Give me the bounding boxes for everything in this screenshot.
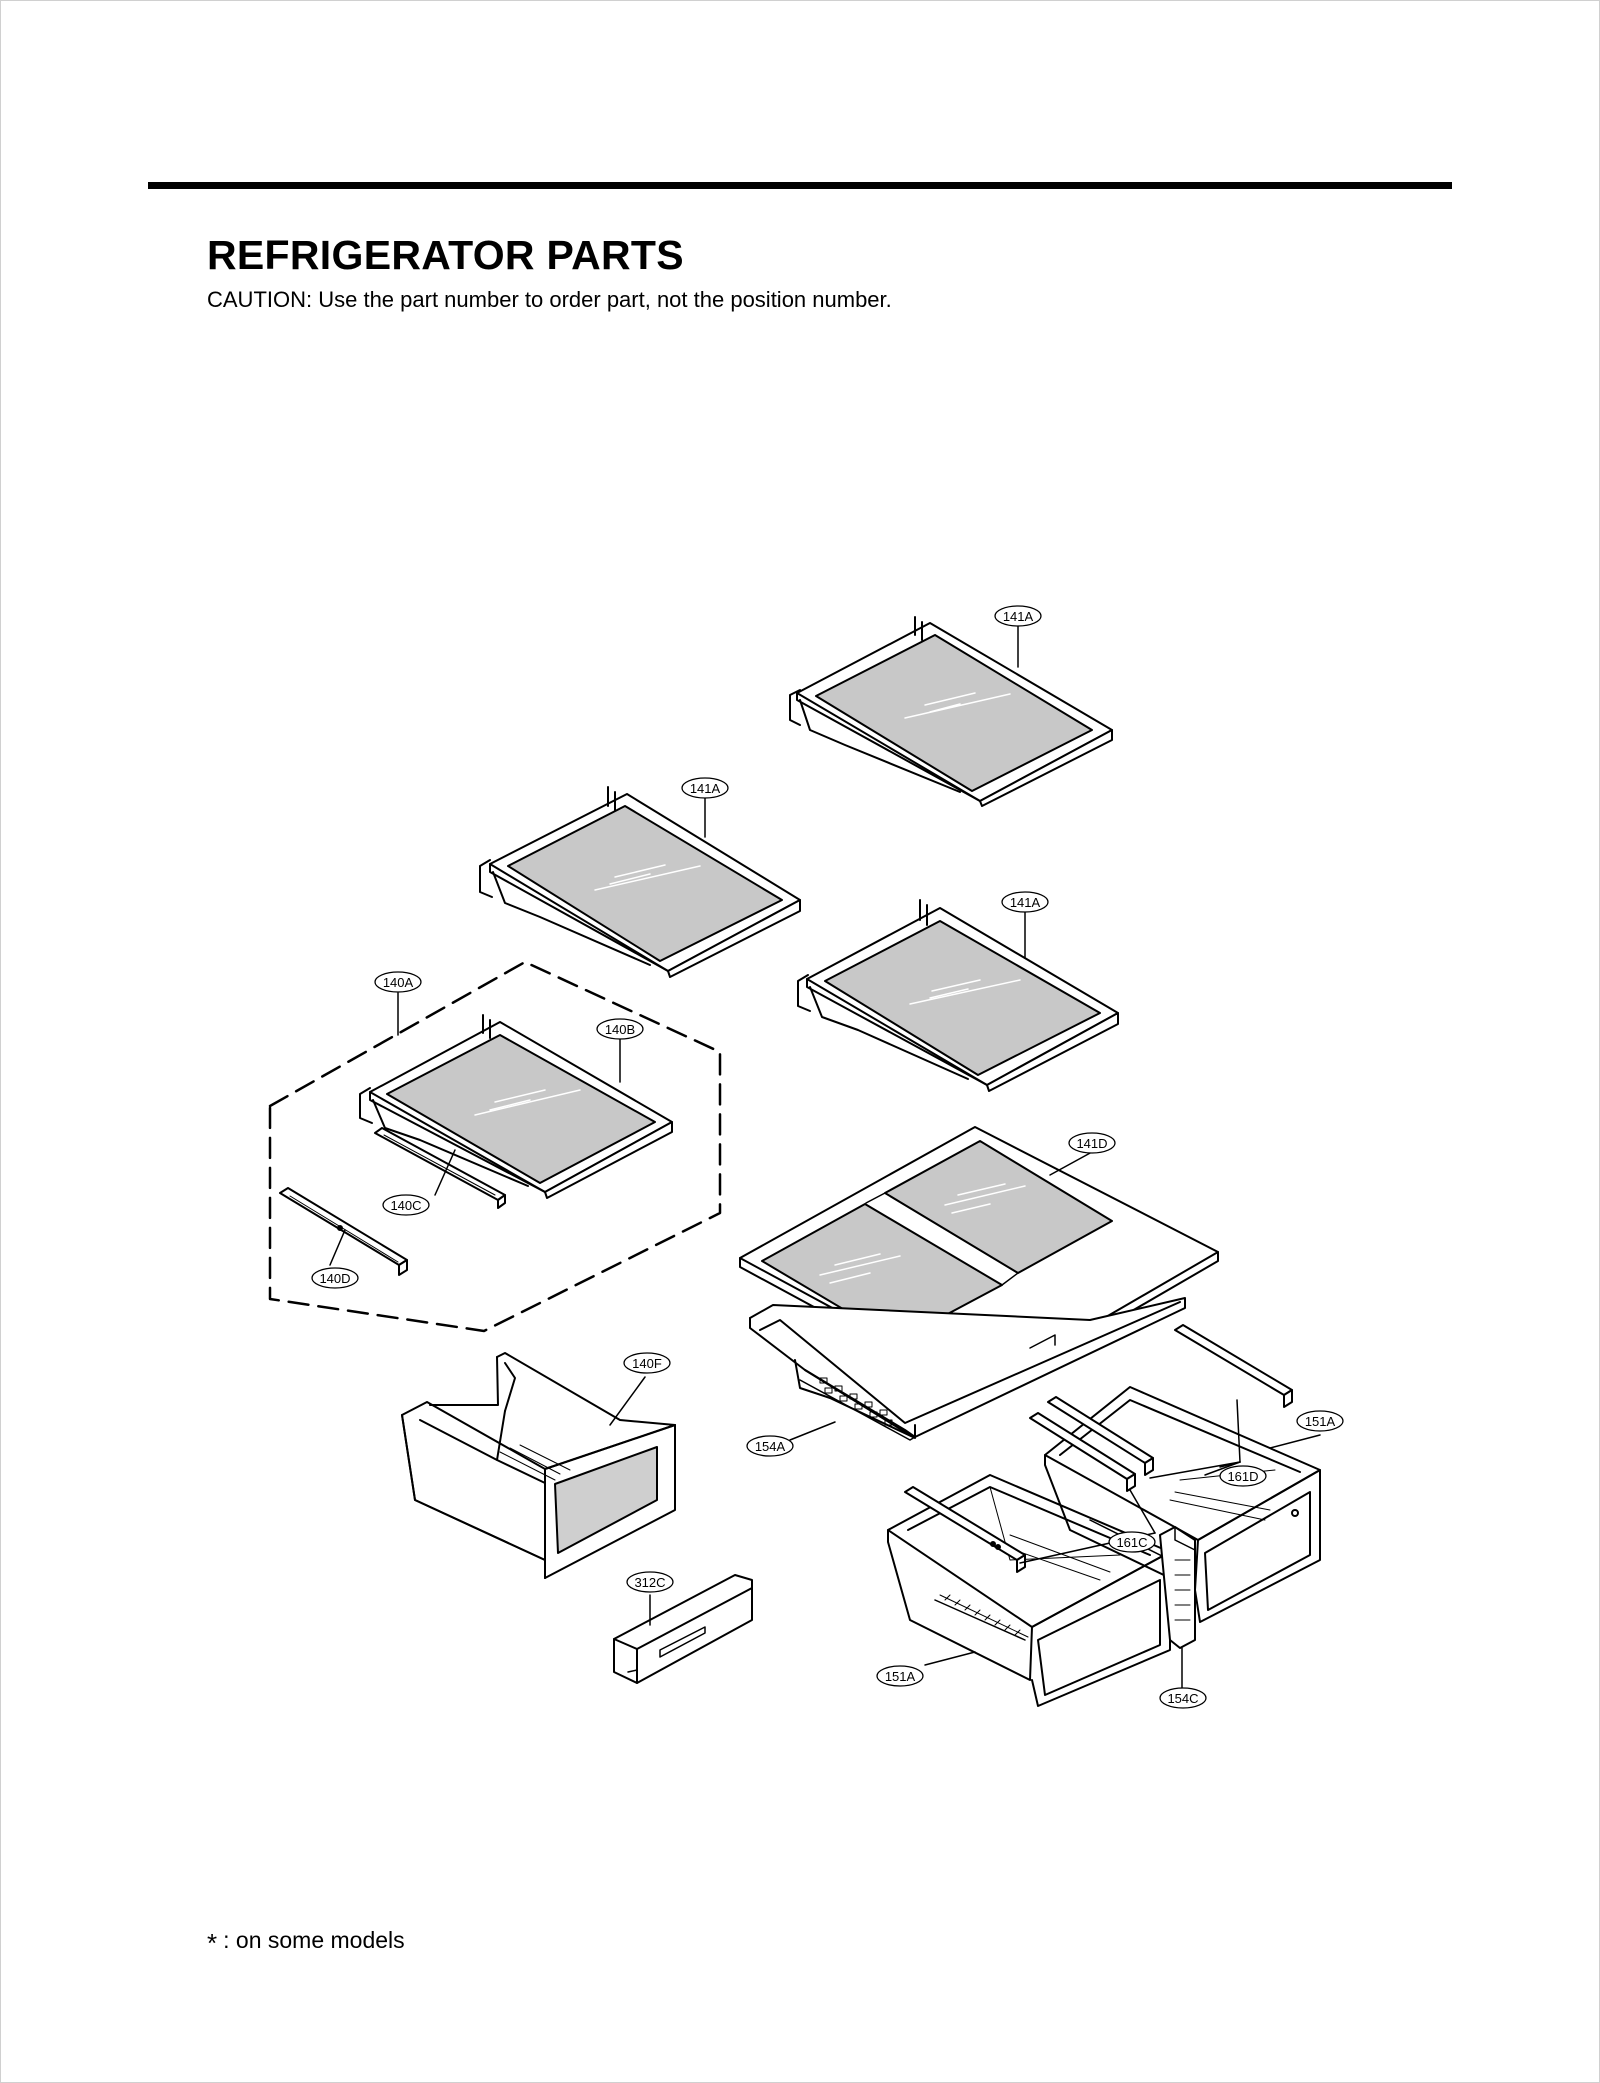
- callout-151a-left: 151A: [876, 1665, 924, 1687]
- callout-140c: 140C: [382, 1194, 430, 1216]
- header-rule: [148, 182, 1452, 189]
- svg-text:154C: 154C: [1167, 1691, 1198, 1706]
- callout-154a: 154A: [746, 1435, 794, 1457]
- assembly-140a-outline: [268, 960, 722, 1333]
- callout-140d: 140D: [311, 1267, 359, 1289]
- svg-text:154A: 154A: [755, 1439, 786, 1454]
- svg-text:141A: 141A: [690, 781, 721, 796]
- rail-161d-upper: [1174, 1324, 1293, 1408]
- callout-140f: 140F: [623, 1352, 671, 1374]
- rail-161d-middle: [1047, 1396, 1154, 1476]
- page-title: REFRIGERATOR PARTS: [207, 232, 684, 278]
- divider-154c: [1159, 1526, 1196, 1649]
- svg-text:141A: 141A: [1003, 609, 1034, 624]
- svg-text:161D: 161D: [1227, 1469, 1258, 1484]
- svg-text:140A: 140A: [383, 975, 414, 990]
- callout-141d: 141D: [1068, 1132, 1116, 1154]
- rail-161d-lower: [1029, 1412, 1136, 1492]
- bracket-140d: [279, 1187, 408, 1276]
- glass-shelf-mid-right: [797, 899, 1119, 1092]
- callout-141a-top: 141A: [994, 605, 1042, 627]
- svg-text:141D: 141D: [1076, 1136, 1107, 1151]
- callout-161d: 161D: [1219, 1465, 1267, 1487]
- footnote: *: on some models: [207, 1924, 405, 1958]
- svg-text:151A: 151A: [1305, 1414, 1336, 1429]
- glass-shelf-assembly: [359, 1014, 673, 1199]
- svg-text:161C: 161C: [1116, 1535, 1147, 1550]
- svg-text:151A: 151A: [885, 1669, 916, 1684]
- callout-161c: 161C: [1108, 1531, 1156, 1553]
- svg-text:140D: 140D: [319, 1271, 350, 1286]
- rail-161c: [904, 1486, 1026, 1573]
- glass-shelf-top: [789, 616, 1113, 807]
- crisper-left-151a: [887, 1474, 1171, 1707]
- handle-312c: [613, 1574, 753, 1684]
- callout-140a: 140A: [374, 971, 422, 993]
- cover-frame-154a: [749, 1297, 1186, 1441]
- caution-note: CAUTION: Use the part number to order pa…: [207, 287, 892, 312]
- callout-140b: 140B: [596, 1018, 644, 1040]
- svg-text:312C: 312C: [634, 1575, 665, 1590]
- callout-312c: 312C: [626, 1571, 674, 1593]
- svg-text:140B: 140B: [605, 1022, 635, 1037]
- callout-154c: 154C: [1159, 1687, 1207, 1709]
- svg-text:140F: 140F: [632, 1356, 662, 1371]
- drawer-140f: [401, 1352, 676, 1579]
- rail-140c: [374, 1127, 506, 1209]
- asterisk-symbol: *: [207, 1928, 218, 1958]
- crisper-right-151a: [1044, 1386, 1321, 1623]
- glass-shelf-mid-left: [479, 786, 801, 978]
- callout-141a-mid-left: 141A: [681, 777, 729, 799]
- callout-141a-mid-right: 141A: [1001, 891, 1049, 913]
- svg-text:141A: 141A: [1010, 895, 1041, 910]
- svg-text:140C: 140C: [390, 1198, 421, 1213]
- footnote-text: : on some models: [223, 1927, 405, 1953]
- callout-151a-right: 151A: [1296, 1410, 1344, 1432]
